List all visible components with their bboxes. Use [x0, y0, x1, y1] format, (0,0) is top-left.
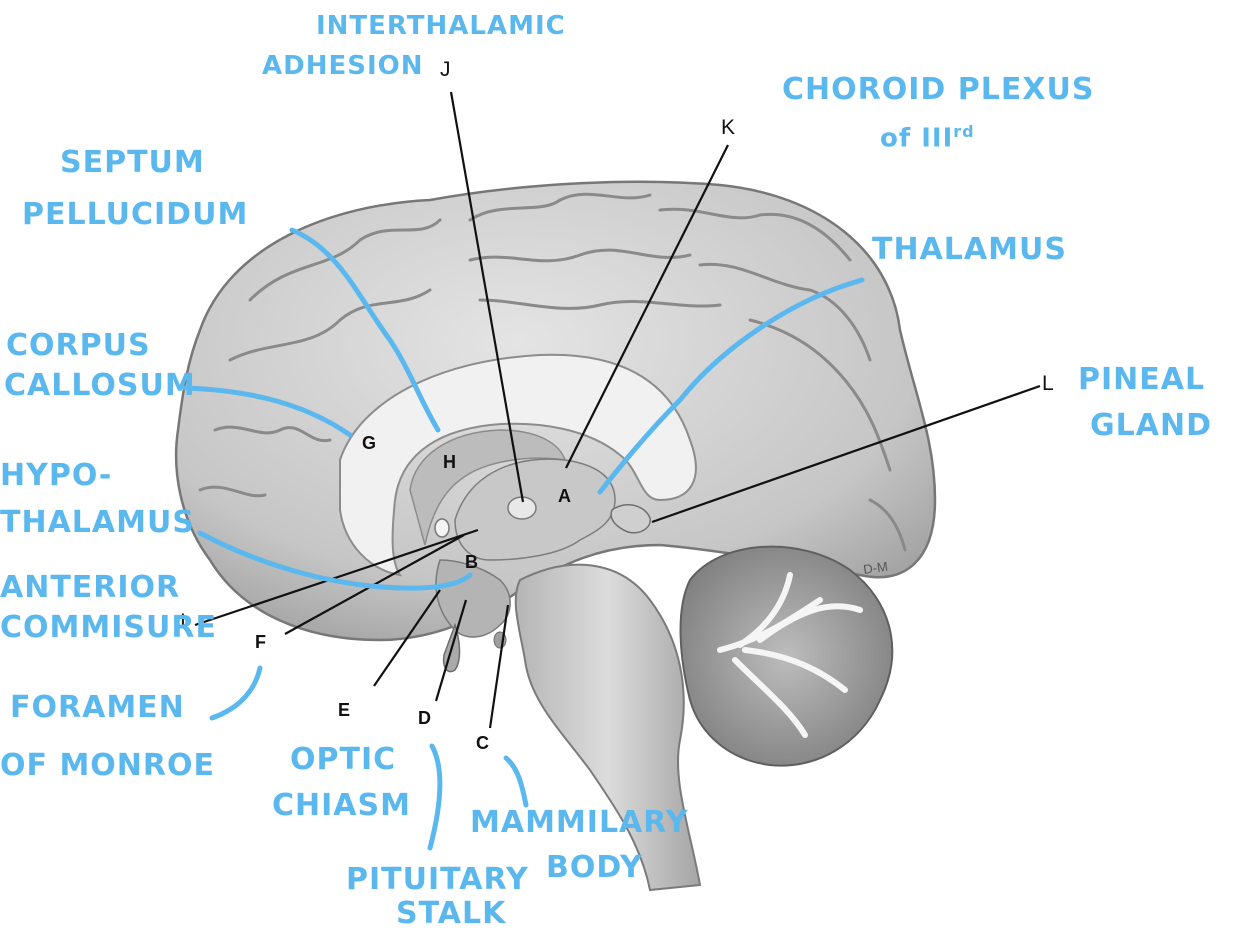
leader-c: [488, 604, 510, 729]
leader-l: [651, 384, 1041, 524]
letter-i: I: [180, 610, 186, 633]
artist-signature: D-M: [862, 559, 888, 577]
stroke-mammillary: [503, 755, 529, 808]
label-optic-2: CHIASM: [272, 788, 411, 823]
letter-l: L: [1042, 372, 1054, 395]
label-choroid-1: CHOROID PLEXUS: [782, 72, 1095, 107]
label-interthalamic-2: ADHESION: [262, 51, 424, 81]
label-choroid-2: of IIIrd: [880, 116, 975, 155]
arbor-vitae: [717, 572, 863, 738]
leader-d: [434, 599, 468, 702]
pineal-gland-shape: [610, 503, 651, 534]
choroid-superscript: rd: [953, 122, 975, 141]
annotation-strokes: [182, 227, 865, 851]
letter-d: D: [418, 708, 431, 728]
label-corpus-2: CALLOSUM: [4, 368, 196, 403]
leader-k: [565, 144, 729, 469]
stroke-hypothalamus: [197, 530, 473, 591]
label-interthalamic-1: INTERTHALAMIC: [316, 11, 566, 41]
label-septum-2: PELLUCIDUM: [22, 197, 249, 232]
label-mammillary-2: BODY: [546, 850, 643, 885]
label-optic-1: OPTIC: [290, 742, 397, 777]
hypothalamus: [435, 559, 511, 638]
letter-h: H: [443, 452, 456, 472]
label-anterior-1: ANTERIOR: [0, 570, 181, 605]
label-pituitary-1: PITUITARY: [346, 862, 529, 897]
letter-f: F: [255, 632, 266, 652]
stroke-septum: [289, 227, 441, 433]
label-thalamus: THALAMUS: [872, 232, 1067, 267]
letter-c: C: [476, 733, 489, 753]
label-corpus-1: CORPUS: [6, 328, 151, 363]
letter-a: A: [558, 486, 571, 506]
gyri: [198, 192, 907, 552]
leader-e: [373, 589, 441, 687]
stroke-pituitary: [427, 743, 443, 851]
letter-e: E: [338, 700, 351, 720]
brainstem: [514, 563, 702, 892]
label-pineal-2: GLAND: [1090, 408, 1212, 443]
leader-j: [449, 91, 525, 503]
label-foramen-1: FORAMEN: [10, 690, 185, 725]
letter-g: G: [362, 433, 377, 453]
label-foramen-2: OF MONROE: [0, 748, 216, 783]
label-hypo-1: HYPO-: [0, 458, 113, 493]
letter-k: K: [721, 116, 736, 139]
label-hypo-2: THALAMUS: [0, 505, 195, 540]
choroid-of-iii: of III: [880, 123, 954, 154]
label-pituitary-2: STALK: [396, 896, 507, 931]
leader-i: [194, 528, 479, 627]
label-septum-1: SEPTUM: [60, 145, 205, 180]
anterior-commissure-shape: [434, 518, 450, 538]
letter-b: B: [465, 552, 478, 572]
stroke-corpus: [182, 385, 353, 438]
label-mammillary-1: MAMMILARY: [470, 805, 689, 840]
label-anterior-2: COMMISURE: [0, 610, 217, 645]
stroke-foramen: [209, 665, 263, 721]
letter-j: J: [440, 58, 451, 81]
stroke-thalamus: [597, 277, 865, 495]
label-pineal-1: PINEAL: [1078, 362, 1206, 397]
